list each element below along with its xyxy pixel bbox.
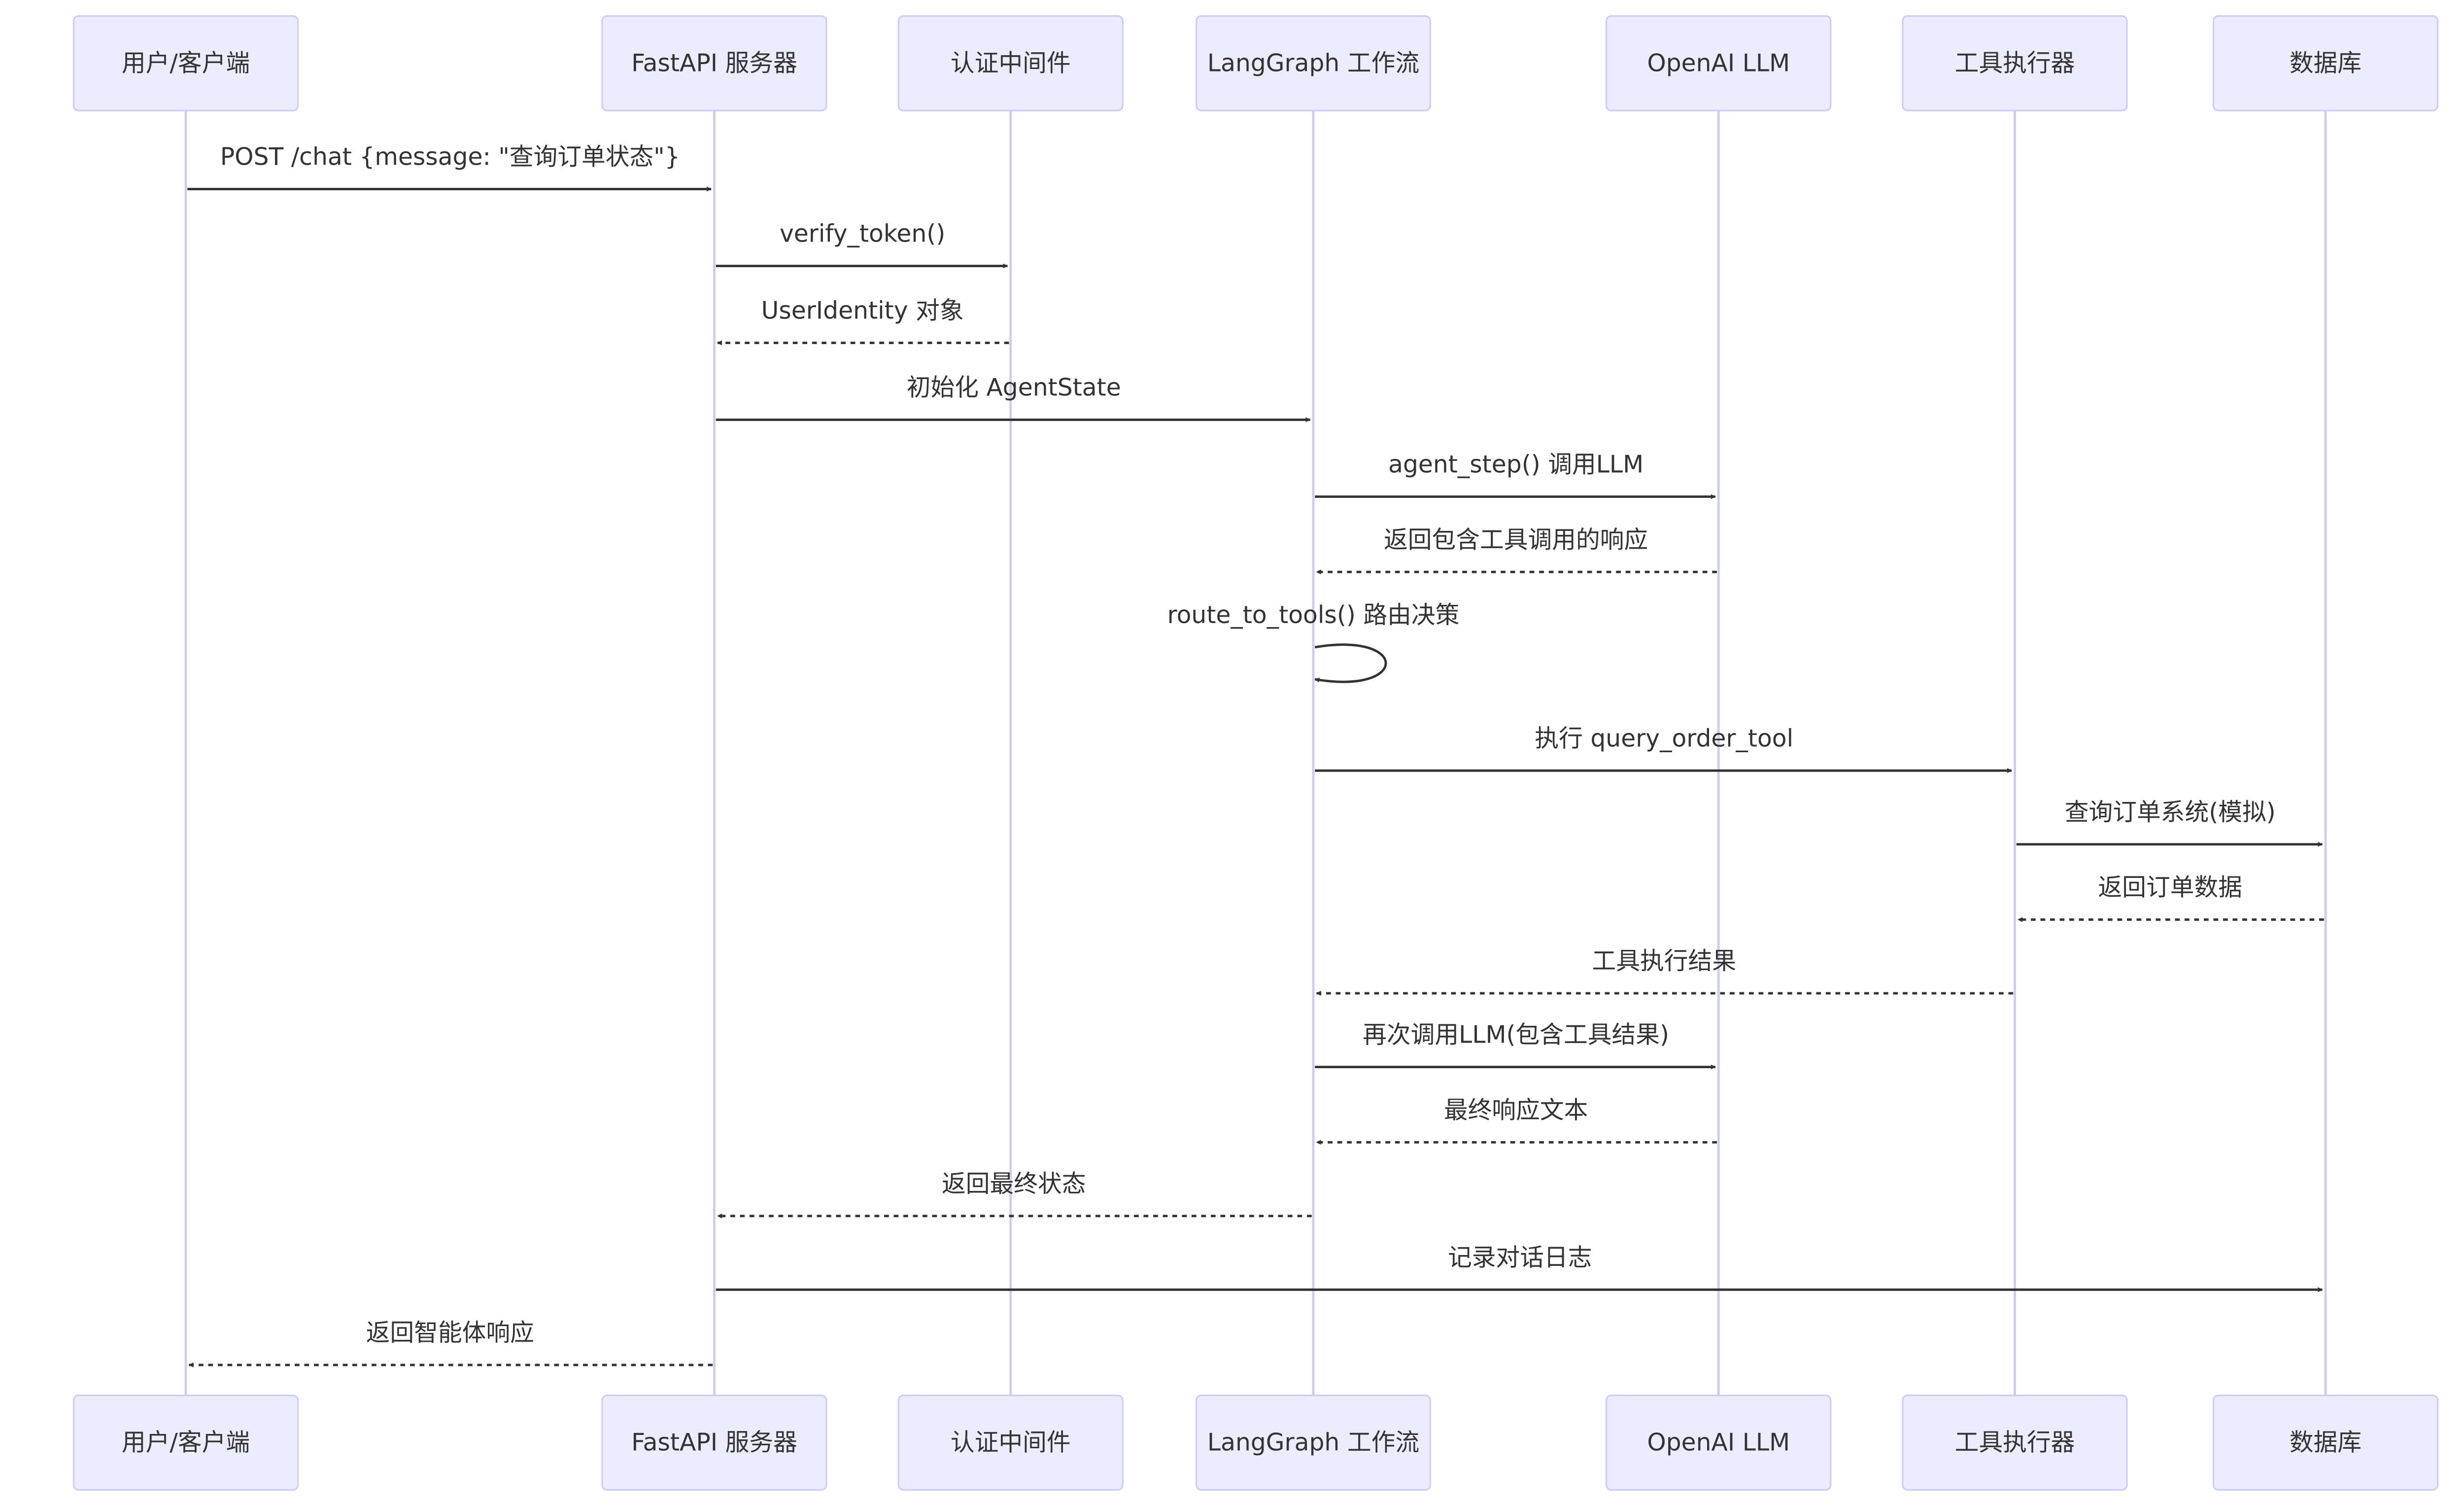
message-16: 返回智能体响应 bbox=[188, 1319, 713, 1367]
participant-label: 工具执行器 bbox=[1955, 49, 2075, 77]
message-label: 执行 query_order_tool bbox=[1535, 725, 1793, 752]
message-15: 记录对话日志 bbox=[716, 1244, 2323, 1292]
participant-label: 认证中间件 bbox=[951, 1429, 1071, 1457]
message-label: 返回最终状态 bbox=[942, 1170, 1086, 1198]
participant-box bbox=[1196, 15, 1431, 111]
participant-label: LangGraph 工作流 bbox=[1207, 49, 1419, 77]
participant-box bbox=[2212, 1395, 2439, 1491]
message-10: 返回订单数据 bbox=[2018, 874, 2324, 922]
message-5: agent_step() 调用LLM bbox=[1315, 451, 1716, 499]
message-label: 返回智能体响应 bbox=[366, 1319, 534, 1347]
message-label: 记录对话日志 bbox=[1448, 1244, 1592, 1271]
message-2: verify_token() bbox=[716, 220, 1008, 269]
participant-box bbox=[72, 1395, 299, 1491]
participant-llm-bottom: OpenAI LLM bbox=[1606, 1395, 1832, 1491]
message-label: 初始化 AgentState bbox=[907, 374, 1121, 402]
participant-label: 数据库 bbox=[2290, 49, 2361, 77]
participant-client-bottom: 用户/客户端 bbox=[72, 1395, 299, 1491]
participant-box bbox=[72, 15, 299, 111]
participant-box bbox=[1196, 1395, 1431, 1491]
message-label: POST /chat {message: "查询订单状态"} bbox=[220, 143, 680, 171]
message-11: 工具执行结果 bbox=[1316, 947, 2014, 996]
message-label: 工具执行结果 bbox=[1592, 947, 1737, 975]
participant-langgraph-top: LangGraph 工作流 bbox=[1196, 15, 1431, 111]
participant-box bbox=[897, 1395, 1124, 1491]
message-1: POST /chat {message: "查询订单状态"} bbox=[187, 143, 712, 192]
message-label: 再次调用LLM(包含工具结果) bbox=[1363, 1021, 1669, 1049]
participant-box bbox=[1606, 1395, 1832, 1491]
participant-tools-top: 工具执行器 bbox=[1902, 15, 2128, 111]
message-6: 返回包含工具调用的响应 bbox=[1316, 526, 1717, 575]
self-call-arrow bbox=[1314, 643, 1387, 683]
participant-langgraph-bottom: LangGraph 工作流 bbox=[1196, 1395, 1431, 1491]
message-label: agent_step() 调用LLM bbox=[1388, 451, 1643, 479]
participant-label: OpenAI LLM bbox=[1647, 1429, 1790, 1457]
participant-box bbox=[1902, 15, 2128, 111]
participant-label: FastAPI 服务器 bbox=[631, 49, 797, 77]
participant-box bbox=[897, 15, 1124, 111]
messages: POST /chat {message: "查询订单状态"} verify_tok… bbox=[187, 143, 2324, 1367]
message-7: route_to_tools() 路由决策 bbox=[1167, 601, 1460, 683]
message-label: verify_token() bbox=[780, 220, 945, 248]
participant-auth-top: 认证中间件 bbox=[897, 15, 1124, 111]
participant-label: OpenAI LLM bbox=[1647, 49, 1790, 77]
participant-db-top: 数据库 bbox=[2212, 15, 2439, 111]
message-label: 返回包含工具调用的响应 bbox=[1384, 526, 1648, 554]
participant-label: 数据库 bbox=[2290, 1429, 2361, 1457]
participant-box bbox=[601, 15, 827, 111]
message-8: 执行 query_order_tool bbox=[1315, 725, 2012, 773]
message-12: 再次调用LLM(包含工具结果) bbox=[1315, 1021, 1716, 1070]
participant-tools-bottom: 工具执行器 bbox=[1902, 1395, 2128, 1491]
participant-label: LangGraph 工作流 bbox=[1207, 1429, 1419, 1457]
participant-client-top: 用户/客户端 bbox=[72, 15, 299, 111]
participant-label: 用户/客户端 bbox=[122, 49, 250, 77]
participant-db-bottom: 数据库 bbox=[2212, 1395, 2439, 1491]
message-label: 最终响应文本 bbox=[1444, 1096, 1588, 1124]
participant-fastapi-bottom: FastAPI 服务器 bbox=[601, 1395, 827, 1491]
participant-box bbox=[1902, 1395, 2128, 1491]
message-label: 返回订单数据 bbox=[2098, 874, 2243, 902]
message-4: 初始化 AgentState bbox=[716, 374, 1311, 422]
participant-box bbox=[1606, 15, 1832, 111]
participant-label: FastAPI 服务器 bbox=[631, 1429, 797, 1457]
participant-box bbox=[2212, 15, 2439, 111]
message-label: 查询订单系统(模拟) bbox=[2065, 799, 2276, 826]
message-label: route_to_tools() 路由决策 bbox=[1167, 601, 1460, 629]
message-9: 查询订单系统(模拟) bbox=[2016, 799, 2323, 847]
message-label: UserIdentity 对象 bbox=[761, 297, 964, 325]
participant-auth-bottom: 认证中间件 bbox=[897, 1395, 1124, 1491]
participant-label: 工具执行器 bbox=[1955, 1429, 2075, 1457]
participant-llm-top: OpenAI LLM bbox=[1606, 15, 1832, 111]
message-13: 最终响应文本 bbox=[1316, 1096, 1717, 1145]
participant-box bbox=[601, 1395, 827, 1491]
participant-label: 认证中间件 bbox=[951, 49, 1071, 77]
message-14: 返回最终状态 bbox=[717, 1170, 1312, 1219]
participant-fastapi-top: FastAPI 服务器 bbox=[601, 15, 827, 111]
participant-label: 用户/客户端 bbox=[122, 1429, 250, 1457]
message-3: UserIdentity 对象 bbox=[717, 297, 1009, 346]
lifelines bbox=[184, 110, 2327, 1396]
